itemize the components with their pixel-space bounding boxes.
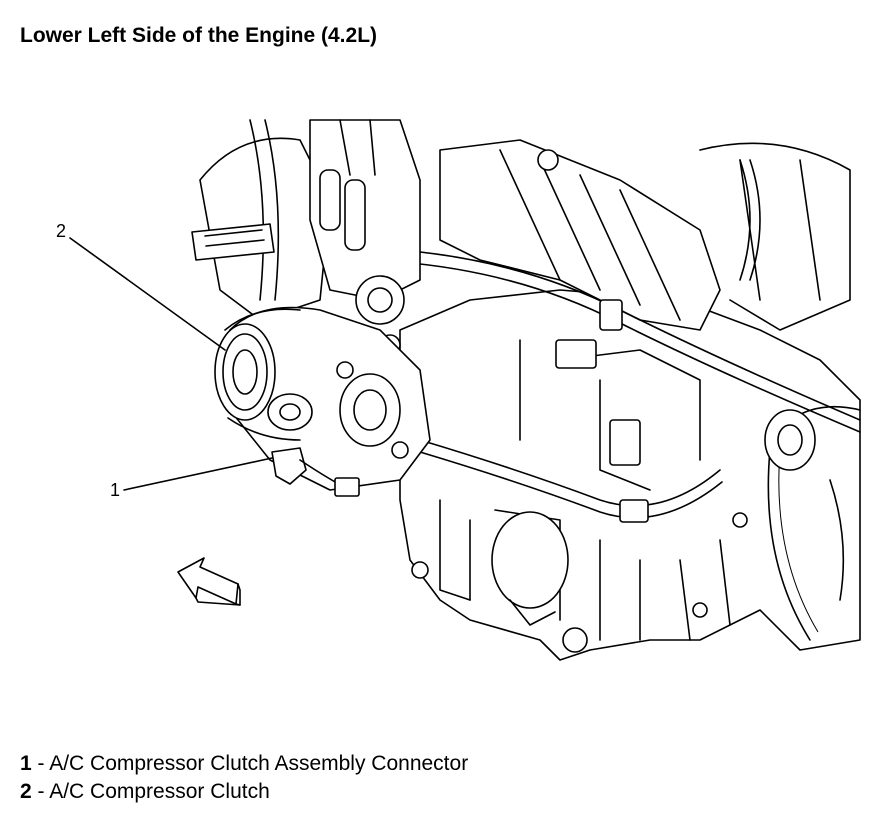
wiring-harness	[399, 149, 861, 523]
legend: 1 - A/C Compressor Clutch Assembly Conne…	[20, 750, 468, 806]
callout-2-number: 2	[56, 221, 66, 241]
legend-item: 1 - A/C Compressor Clutch Assembly Conne…	[20, 750, 468, 778]
ac-clutch-connector	[271, 447, 360, 497]
callout-1-number: 1	[110, 480, 120, 500]
ac-compressor-clutch-pulley	[214, 323, 276, 421]
flywheel	[764, 405, 861, 641]
legend-separator: -	[31, 752, 50, 775]
legend-separator: -	[31, 780, 50, 803]
front-direction-arrow-icon	[177, 557, 241, 606]
legend-item-label: A/C Compressor Clutch	[49, 780, 270, 803]
legend-item-number: 2	[20, 780, 32, 803]
legend-item-number: 1	[20, 752, 32, 775]
ac-compressor	[214, 306, 431, 491]
legend-item-label: A/C Compressor Clutch Assembly Connector	[49, 752, 469, 775]
wiring-connector-block	[191, 223, 275, 261]
page-title: Lower Left Side of the Engine (4.2L)	[20, 24, 378, 47]
engine-illustration: 2 1	[56, 119, 861, 661]
callout-2-leader	[69, 237, 226, 351]
intake-manifold	[439, 139, 851, 331]
legend-item: 2 - A/C Compressor Clutch	[20, 778, 468, 806]
callout-1-leader	[123, 457, 273, 491]
